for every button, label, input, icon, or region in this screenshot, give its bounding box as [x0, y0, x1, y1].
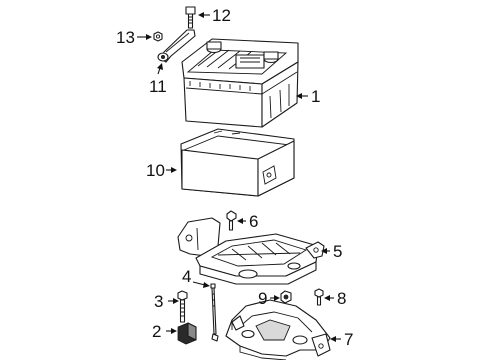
tray-support-bracket — [225, 299, 331, 360]
clamp-bolt — [185, 6, 196, 29]
callout-13: 13 — [116, 28, 135, 47]
battery-box-insulator — [180, 128, 295, 197]
callout-5: 5 — [333, 242, 342, 261]
callout-8: 8 — [337, 289, 346, 308]
callout-labels: 1 2 3 4 5 6 7 8 9 10 11 12 13 — [116, 6, 353, 349]
insulator — [177, 322, 197, 345]
callout-11: 11 — [149, 77, 167, 96]
battery — [181, 38, 299, 128]
tray-bolt — [226, 210, 237, 231]
clamp-nut — [153, 31, 163, 42]
hold-down-clamp — [157, 29, 196, 63]
callout-10: 10 — [146, 161, 165, 180]
battery-tray — [177, 217, 325, 285]
callout-12: 12 — [212, 6, 231, 25]
bracket-bolt — [314, 288, 324, 306]
callout-2: 2 — [152, 322, 161, 341]
callout-7: 7 — [344, 330, 353, 349]
leader-lines — [137, 12, 341, 342]
bolt — [177, 290, 188, 323]
nut — [280, 290, 292, 304]
callout-3: 3 — [154, 292, 163, 311]
callout-4: 4 — [182, 267, 191, 286]
hold-down-rod — [210, 283, 219, 342]
callout-9: 9 — [258, 289, 267, 308]
callout-6: 6 — [249, 212, 258, 231]
callout-1: 1 — [311, 87, 320, 106]
